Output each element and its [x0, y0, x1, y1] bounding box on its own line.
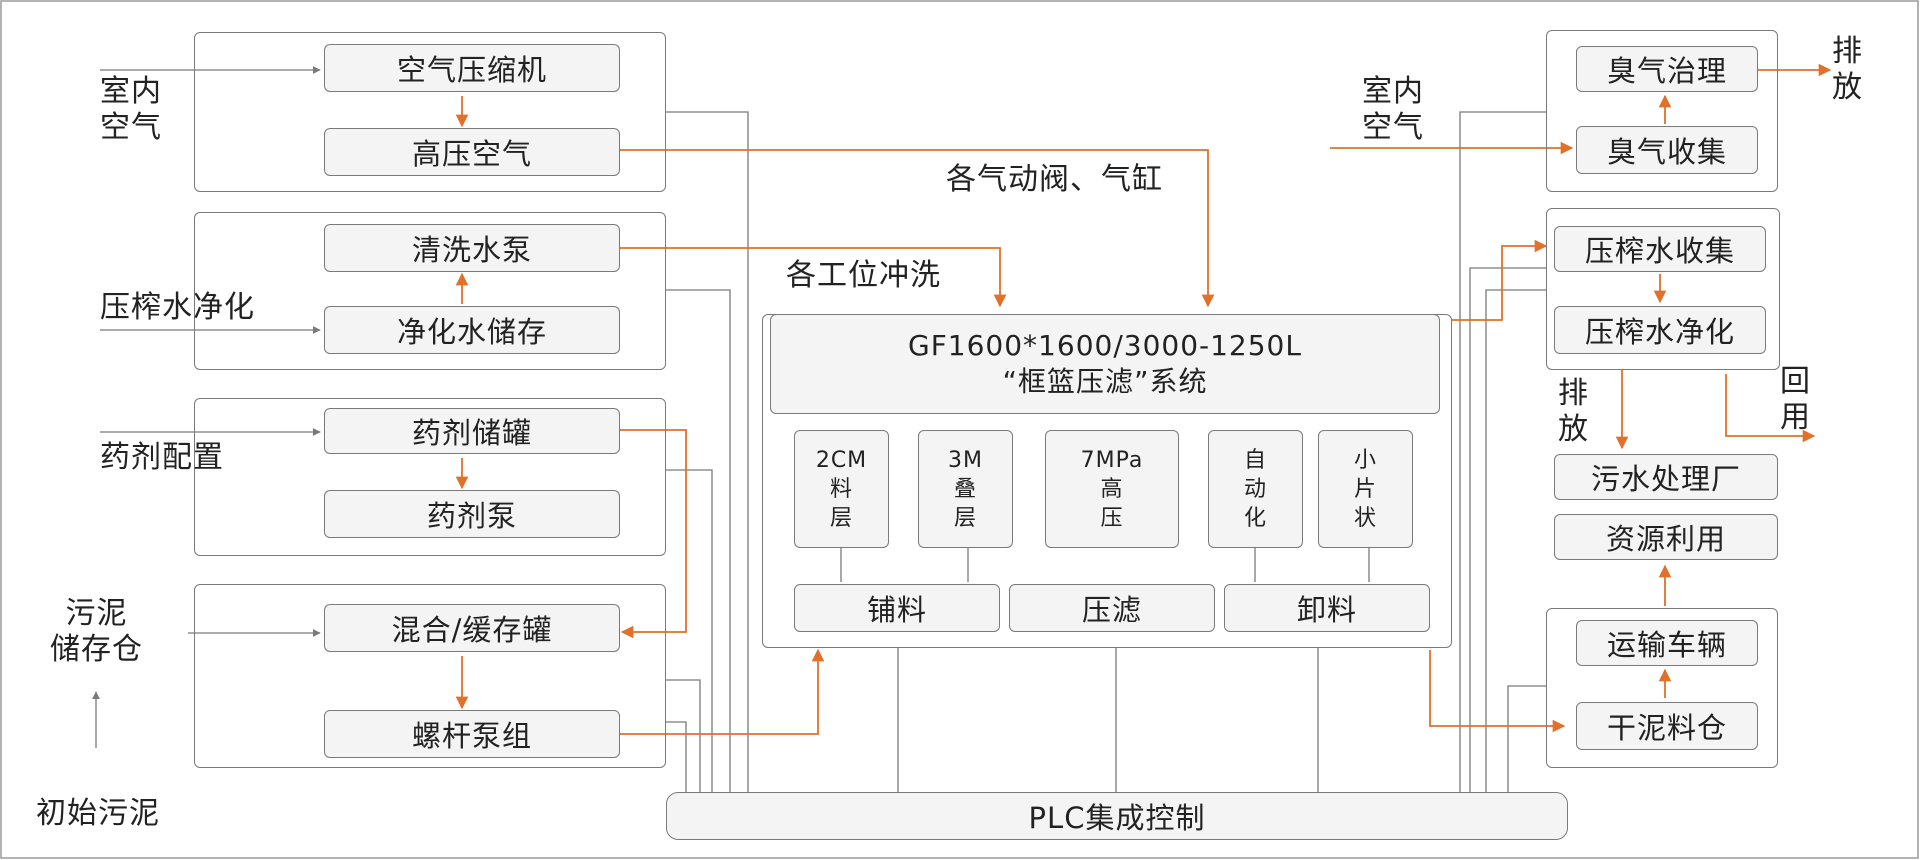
odor-group-frame [1546, 30, 1778, 192]
odor-treatment-box: 臭气治理 [1576, 46, 1758, 92]
sludge-storage-label: 污泥 储存仓 [50, 596, 143, 667]
screw-pump-box: 螺杆泵组 [324, 710, 620, 758]
transport-vehicle-box: 运输车辆 [1576, 620, 1758, 666]
press-water-purify-input-label: 压榨水净化 [100, 290, 255, 325]
water-group-frame [194, 212, 666, 370]
odor-collection-box: 臭气收集 [1576, 126, 1758, 174]
stage-pressing: 压滤 [1009, 584, 1215, 632]
mix-buffer-tank-box: 混合/缓存罐 [324, 604, 620, 652]
initial-sludge-label: 初始污泥 [36, 796, 160, 831]
reuse-label: 回 用 [1780, 364, 1811, 435]
feature-pressure-7mpa: 7MPa 高 压 [1045, 430, 1179, 548]
sludge-group-frame [194, 584, 666, 768]
air-group-frame [194, 32, 666, 192]
chem-pump-box: 药剂泵 [324, 490, 620, 538]
high-pressure-air-box: 高压空气 [324, 128, 620, 176]
odor-exhaust-label: 排 放 [1832, 34, 1863, 105]
valves-cylinders-label: 各气动阀、气缸 [946, 162, 1163, 197]
press-water-group-frame [1546, 208, 1780, 370]
chem-tank-box: 药剂储罐 [324, 408, 620, 454]
discharge-label: 排 放 [1558, 376, 1589, 447]
press-water-purify-box: 压榨水净化 [1554, 306, 1766, 354]
right-indoor-air-label: 室内 空气 [1362, 74, 1424, 145]
resource-use-box: 资源利用 [1554, 514, 1778, 560]
feature-stack-3m: 3M 叠 层 [918, 430, 1013, 548]
indoor-air-label: 室内 空气 [100, 74, 162, 145]
sewage-plant-box: 污水处理厂 [1554, 454, 1778, 500]
feature-automation: 自 动 化 [1208, 430, 1303, 548]
feature-flake-shape: 小 片 状 [1318, 430, 1413, 548]
stage-feeding: 铺料 [794, 584, 1000, 632]
plc-control-bar: PLC集成控制 [666, 792, 1568, 840]
chem-group-frame [194, 398, 666, 556]
press-water-collect-box: 压榨水收集 [1554, 226, 1766, 272]
air-compressor-box: 空气压缩机 [324, 44, 620, 92]
system-name: “框篮压滤”系统 [1002, 365, 1208, 398]
wash-pump-box: 清洗水泵 [324, 224, 620, 272]
dry-sludge-silo-box: 干泥料仓 [1576, 702, 1758, 750]
system-model: GF1600*1600/3000-1250L [908, 329, 1302, 362]
chem-config-label: 药剂配置 [100, 440, 224, 475]
control-wires [92, 66, 1546, 792]
flow-arrows [455, 63, 1832, 735]
feature-layer-2cm: 2CM 料 层 [794, 430, 889, 548]
purified-water-storage-box: 净化水储存 [324, 306, 620, 354]
station-wash-label: 各工位冲洗 [786, 258, 941, 293]
dry-sludge-group-frame [1546, 608, 1778, 768]
stage-unloading: 卸料 [1224, 584, 1430, 632]
press-system-title-box: GF1600*1600/3000-1250L “框篮压滤”系统 [770, 314, 1440, 414]
